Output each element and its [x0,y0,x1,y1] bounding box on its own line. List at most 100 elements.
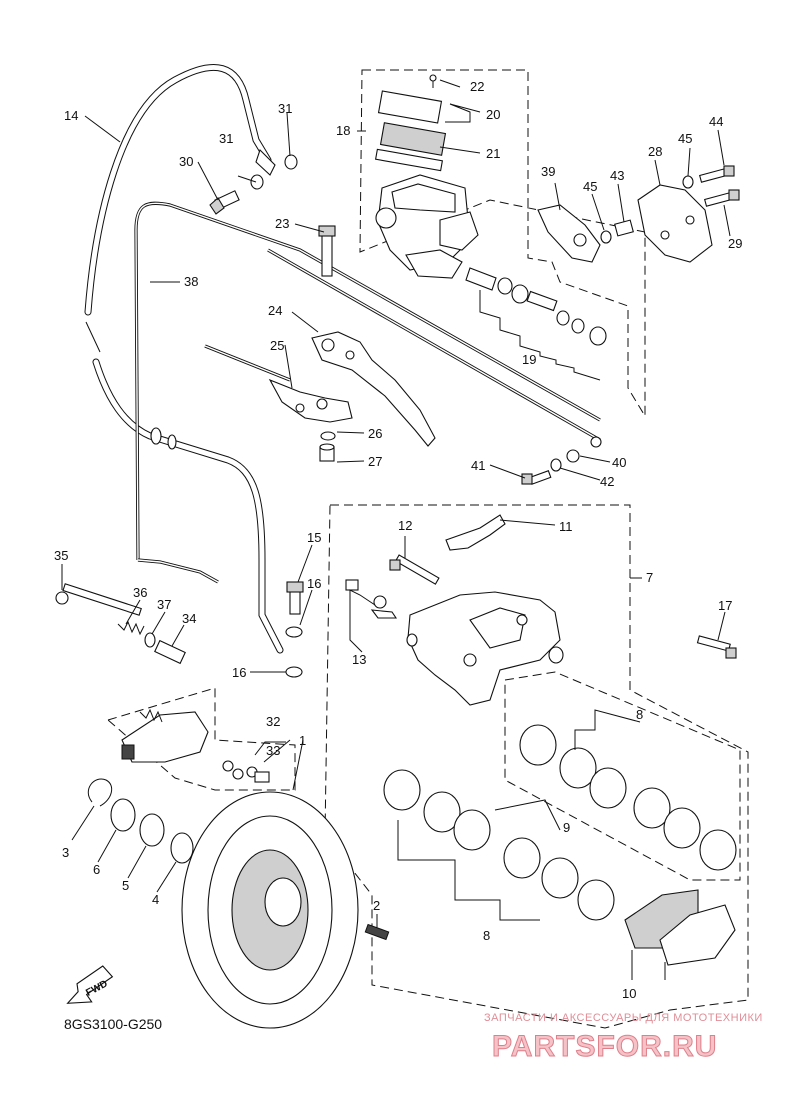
callout-34: 34 [182,611,196,626]
group-18-outline [359,69,646,418]
callout-23: 23 [275,216,289,231]
brake-pads-10 [624,889,736,980]
watermark: ЗАПЧАСТИ И АКСЕССУАРЫ ДЛЯ МОТОТЕХНИКИ PA… [484,1012,763,1064]
callout-12: 12 [398,518,412,533]
callout-4: 4 [152,892,159,907]
watermark-subtitle: ЗАПЧАСТИ И АКСЕССУАРЫ ДЛЯ МОТОТЕХНИКИ [484,1012,763,1024]
callout-45a: 45 [583,179,597,194]
bolt-17 [696,635,737,659]
callout-13: 13 [352,652,366,667]
bleeder-13 [345,579,398,619]
bolt-41 [521,470,552,485]
ring-5 [139,813,165,847]
callout-26: 26 [368,426,382,441]
callout-3: 3 [62,845,69,860]
bolt-29 [703,189,740,207]
callout-27: 27 [368,454,382,469]
leader-lines [61,79,731,928]
washer-45a [600,230,612,244]
callout-18: 18 [336,123,350,138]
bolt-15 [286,581,304,615]
washer-45b [682,175,694,189]
washer-42 [550,458,562,472]
callout-30: 30 [179,154,193,169]
callout-1: 1 [299,733,306,748]
callout-15: 15 [307,530,321,545]
circlip-3 [87,778,113,807]
cable-end [590,436,602,448]
group-8-right-outline [504,671,741,881]
washer-37 [144,632,156,648]
fasteners-33 [222,760,270,783]
caliper-7 [406,591,564,706]
callout-33: 33 [266,743,280,758]
callout-31a: 31 [219,131,233,146]
banjo-bolt-30 [209,190,240,215]
spring-36 [117,620,145,636]
callout-22: 22 [470,79,484,94]
cylinder-kit-19 [465,267,607,381]
master-cylinder-18 [374,74,479,279]
callout-35: 35 [54,548,68,563]
parking-cable [204,248,601,442]
callout-31b: 31 [278,101,292,116]
callout-32: 32 [266,714,280,729]
callout-43: 43 [610,168,624,183]
ring-6 [110,798,136,832]
callout-7: 7 [646,570,653,585]
brake-hose-14 [84,63,284,654]
callout-36: 36 [133,585,147,600]
washer-26 [320,431,336,441]
callout-14: 14 [64,108,78,123]
callout-9: 9 [563,820,570,835]
callout-10: 10 [622,986,636,1001]
callout-40: 40 [612,455,626,470]
clip-11 [445,514,506,551]
pin-12 [389,554,440,585]
callout-41: 41 [471,458,485,473]
lever-39 [537,204,601,263]
key-2 [364,923,390,941]
collar-43 [614,219,634,237]
callout-6: 6 [93,862,100,877]
parking-lever-25 [268,378,353,423]
callout-45b: 45 [678,131,692,146]
bracket-32 [121,708,209,763]
watermark-brand: PARTSFOR.RU [492,1030,717,1063]
washer-16b [285,666,303,678]
callout-labels: 1 2 3 4 5 6 7 8 8 9 10 11 12 13 14 15 16… [54,79,742,1001]
fwd-arrow-icon: FWD [66,965,114,1004]
callout-44: 44 [709,114,723,129]
washer-16a [285,626,303,638]
group-outlines [106,69,749,1029]
group-32-outline [106,687,296,791]
callout-38: 38 [184,274,198,289]
group-7-outline [324,504,749,1029]
leader-8-lower [397,820,540,921]
callout-37: 37 [157,597,171,612]
callout-11: 11 [559,519,573,534]
nut-40 [566,449,580,463]
ring-4 [170,832,194,864]
diagram-code: 8GS3100-G250 [64,1016,162,1032]
callout-19: 19 [522,352,536,367]
callout-2: 2 [373,898,380,913]
callout-21: 21 [486,146,500,161]
washer-31a [250,174,264,190]
bolt-35 [55,583,142,616]
callout-29: 29 [728,236,742,251]
callout-5: 5 [122,878,129,893]
callout-16b: 16 [232,665,246,680]
callout-24: 24 [268,303,282,318]
callout-20: 20 [486,107,500,122]
callout-39: 39 [541,164,555,179]
callout-8-lower: 8 [483,928,490,943]
collar-34 [154,639,186,665]
washer-31b [284,154,298,170]
callout-28: 28 [648,144,662,159]
leader-9 [494,799,561,831]
leader-8-upper [574,709,641,750]
pistons-upper-8 [519,724,737,871]
